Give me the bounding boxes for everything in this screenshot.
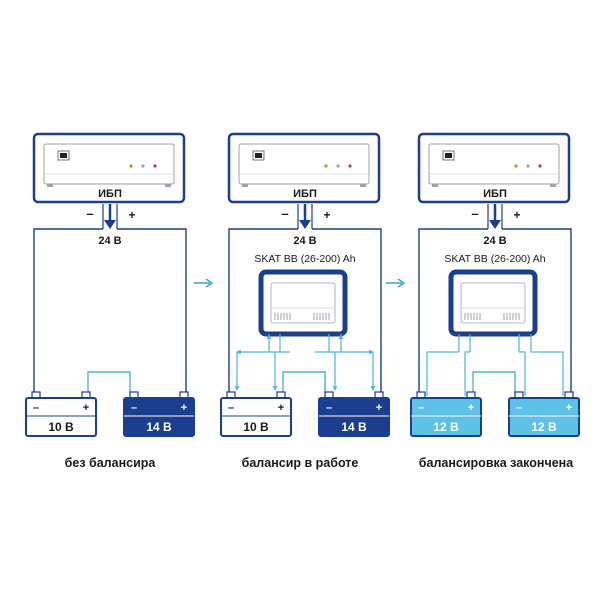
caption-panel-2: балансир в работе: [241, 456, 359, 470]
ups-led-icon: [153, 164, 157, 168]
ups-minus: –: [471, 206, 478, 221]
ups-led-icon: [514, 164, 518, 168]
battery-voltage-label: 10 В: [48, 420, 74, 434]
battery-body: [508, 397, 580, 437]
battery-body: [220, 397, 292, 437]
battery-minus-sign: –: [326, 402, 332, 414]
battery-icon: – +14 В: [318, 391, 390, 437]
wire-plus: [117, 228, 187, 396]
ups-plus: +: [513, 208, 520, 222]
ups-label: ИБП: [293, 188, 317, 200]
ups-voltage: 24 В: [293, 235, 316, 247]
balancer-wire: [426, 351, 459, 396]
ups-plus: +: [128, 208, 135, 222]
battery-icon: – +12 В: [508, 391, 580, 437]
battery-voltage-label: 14 В: [146, 420, 172, 434]
battery-plus-sign: +: [566, 402, 572, 414]
battery-plus-sign: +: [278, 402, 284, 414]
ups-label: ИБП: [98, 188, 122, 200]
ups-minus: –: [281, 206, 288, 221]
battery-voltage-label: 14 В: [341, 420, 367, 434]
wire-series: [87, 371, 131, 396]
wire-series: [282, 371, 326, 396]
balancer-wire: [464, 351, 470, 396]
wire-minus: [33, 228, 103, 396]
battery-plus-sign: +: [468, 402, 474, 414]
ups-led-icon: [129, 164, 133, 168]
battery-body: [25, 397, 97, 437]
battery-minus-sign: –: [131, 402, 137, 414]
battery-icon: – +14 В: [123, 391, 195, 437]
battery-body: [318, 397, 390, 437]
panel-1: ИБП–+24 В–+10 В–+14 В: [25, 132, 195, 437]
ups-led-icon: [348, 164, 352, 168]
battery-voltage-label: 12 В: [433, 420, 459, 434]
battery-minus-sign: –: [516, 402, 522, 414]
battery-plus-sign: +: [83, 402, 89, 414]
ups-led-icon: [141, 164, 145, 168]
caption-panel-1: без балансира: [64, 456, 156, 470]
battery-icon: – +12 В: [410, 391, 482, 437]
ups-device-icon: [428, 143, 560, 185]
balancer-label: SKAT BB (26-200) Ah: [254, 253, 355, 265]
balancer-wire: [531, 351, 564, 396]
battery-voltage-label: 12 В: [531, 420, 557, 434]
ups-voltage: 24 В: [98, 235, 121, 247]
wire-plus: [502, 228, 572, 396]
wire-series: [472, 371, 516, 396]
ups-device-icon: [43, 143, 175, 185]
ups-led-icon: [336, 164, 340, 168]
ups-minus: –: [86, 206, 93, 221]
wire-minus: [228, 228, 298, 396]
balancer-label: SKAT BB (26-200) Ah: [444, 253, 545, 265]
ups-led-icon: [538, 164, 542, 168]
ups-led-icon: [324, 164, 328, 168]
battery-icon: – +10 В: [25, 391, 97, 437]
wire-minus: [418, 228, 488, 396]
battery-icon: – +10 В: [220, 391, 292, 437]
battery-minus-sign: –: [33, 402, 39, 414]
battery-plus-sign: +: [376, 402, 382, 414]
battery-body: [410, 397, 482, 437]
battery-plus-sign: +: [181, 402, 187, 414]
ups-voltage: 24 В: [483, 235, 506, 247]
battery-body: [123, 397, 195, 437]
ups-label: ИБП: [483, 188, 507, 200]
caption-panel-3: балансировка закончена: [418, 456, 574, 470]
ups-device-icon: [238, 143, 370, 185]
battery-minus-sign: –: [228, 402, 234, 414]
wire-plus: [312, 228, 382, 396]
ups-plus: +: [323, 208, 330, 222]
battery-minus-sign: –: [418, 402, 424, 414]
balancer-wire: [519, 351, 526, 396]
ups-led-icon: [526, 164, 530, 168]
battery-voltage-label: 10 В: [243, 420, 269, 434]
